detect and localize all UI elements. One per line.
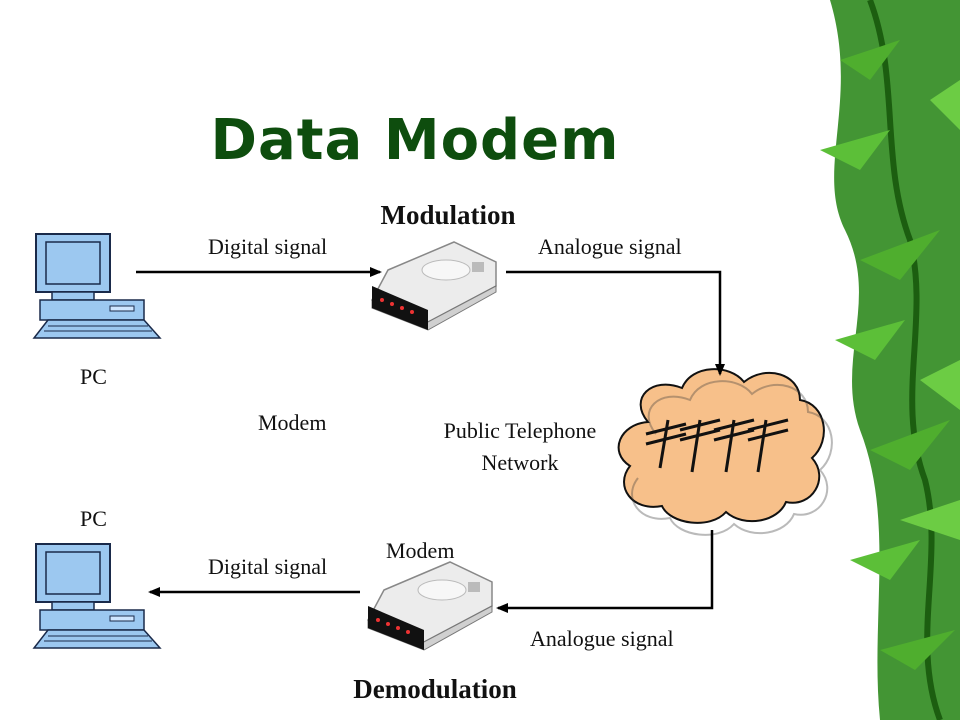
- bamboo-foliage-decoration: [820, 0, 960, 720]
- arrow-network-to-modem: [496, 530, 714, 613]
- modem-label-bottom: Modem: [386, 538, 455, 563]
- network-label-line2: Network: [481, 450, 559, 475]
- modem-icon-top: [371, 241, 497, 331]
- digital-signal-label-top: Digital signal: [208, 234, 328, 259]
- network-label-line1: Public Telephone: [443, 418, 597, 443]
- computer-icon-bottom: [33, 543, 161, 649]
- pc-label-bottom: PC: [80, 506, 107, 531]
- arrow-modem-to-network: [506, 270, 725, 376]
- modem-icon-bottom: [367, 561, 493, 651]
- pc-label-top: PC: [80, 364, 107, 389]
- modem-label-left: Modem: [258, 410, 327, 435]
- demodulation-label: Demodulation: [353, 674, 517, 704]
- digital-signal-label-bottom: Digital signal: [208, 554, 328, 579]
- page-title: Data Modem: [210, 108, 620, 173]
- telephone-pole-icon: [645, 418, 789, 473]
- analogue-signal-label-top: Analogue signal: [538, 234, 682, 259]
- analogue-signal-label-bottom: Analogue signal: [530, 626, 674, 651]
- modulation-label: Modulation: [380, 200, 516, 230]
- computer-icon-top: [33, 233, 161, 339]
- telephone-network-cloud: [617, 368, 833, 536]
